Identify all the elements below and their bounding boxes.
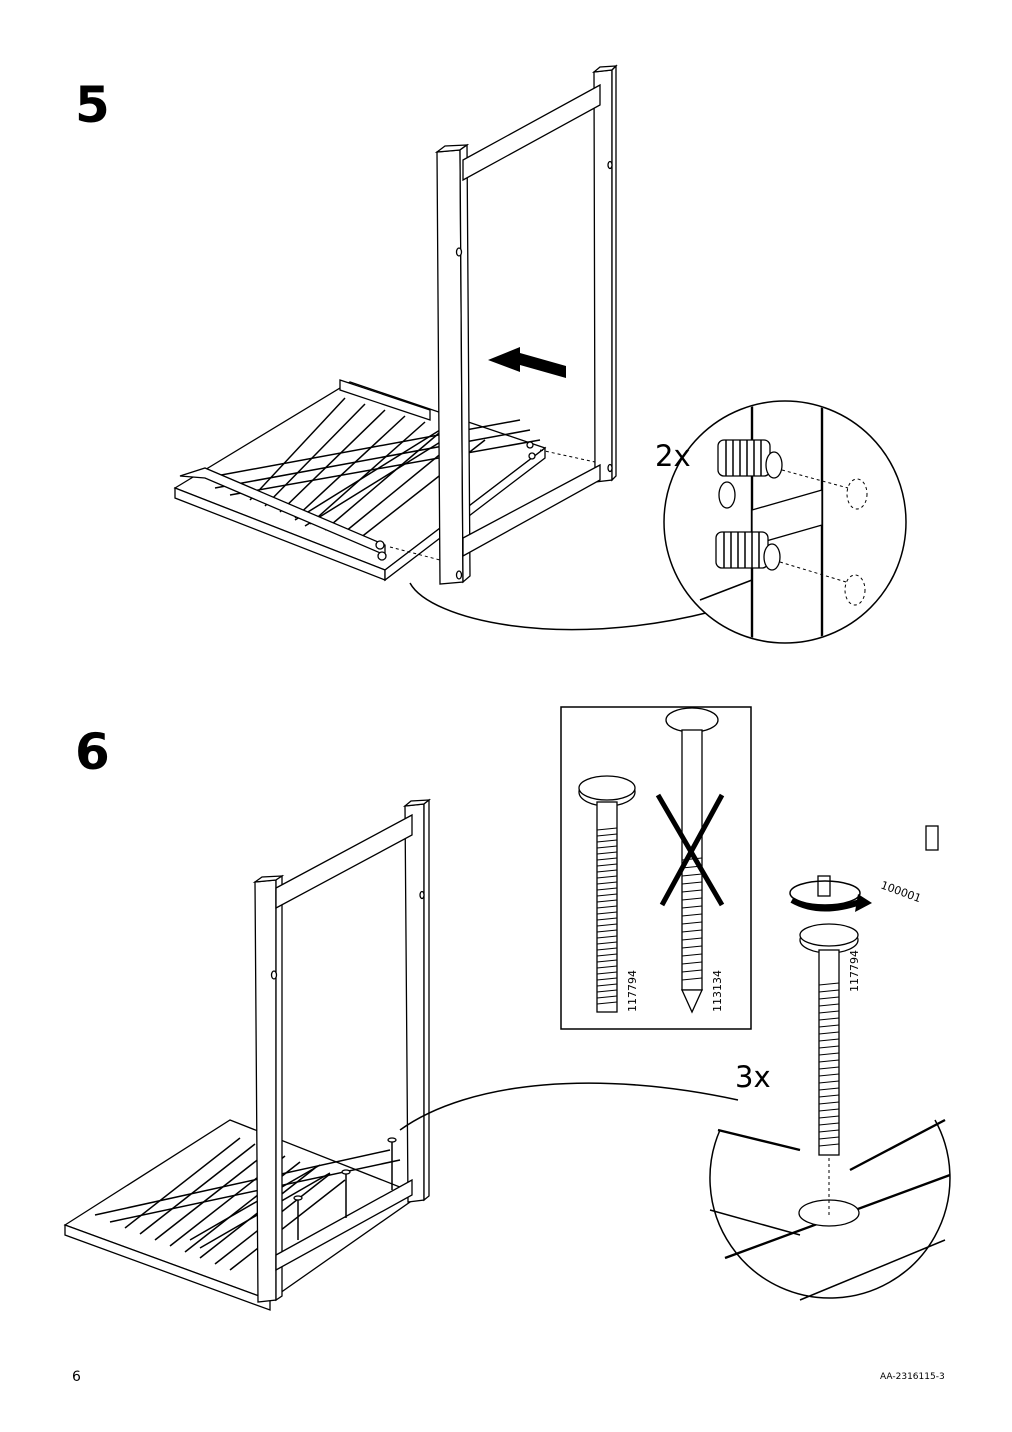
part-label-113134: 113134: [711, 970, 724, 1012]
page-number: 6: [72, 1369, 81, 1385]
push-arrow-icon: [488, 347, 566, 378]
dowel-icon: [715, 531, 781, 571]
part-label-117794-detail: 117794: [848, 950, 861, 992]
cross-out-icon: [655, 793, 725, 907]
step-6-quantity: 3x: [735, 1060, 771, 1094]
step-6-detail-callout: [709, 1118, 951, 1301]
dowel-icon: [717, 439, 783, 479]
step-5-detail-callout: [663, 400, 907, 644]
bolt-icon: [799, 923, 859, 1156]
seat-frame: [173, 379, 547, 582]
step-6-number: 6: [75, 723, 110, 781]
bolt-icon: [578, 775, 636, 1013]
part-label-100001: 100001: [879, 879, 923, 906]
wrong-bolt-icon: [665, 707, 719, 1014]
part-label-117794: 117794: [626, 970, 639, 1012]
step-5-quantity: 2x: [655, 439, 691, 473]
allen-key-icon: [817, 825, 939, 897]
document-id: AA-2316115-3: [880, 1372, 945, 1382]
backrest-frame: [389, 64, 618, 585]
rotate-arrow-icon: [789, 880, 872, 912]
step-6-illustration: [63, 798, 431, 1311]
step-5-number: 5: [75, 76, 110, 134]
parts-selection-box: 117794 113134: [560, 706, 752, 1030]
